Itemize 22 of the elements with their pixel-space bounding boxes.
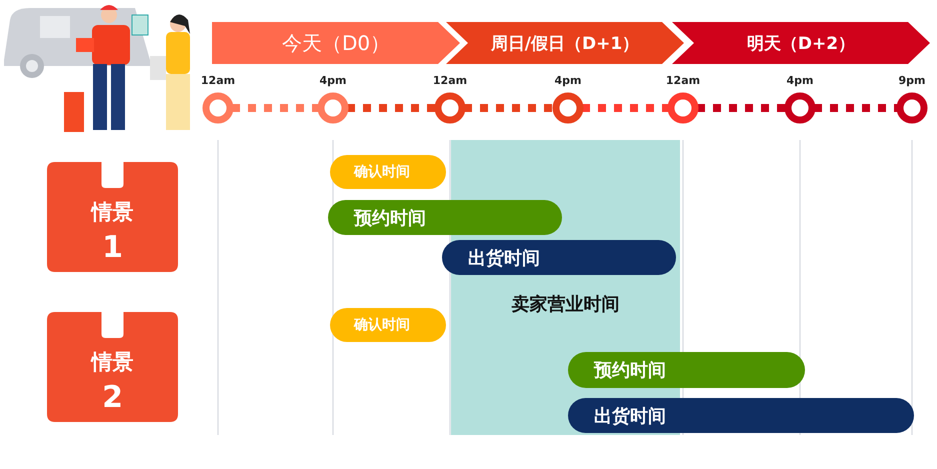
scenario-number: 2 (101, 380, 124, 416)
scenario-box (47, 162, 178, 272)
day-banner: 明天（D+2） (672, 22, 930, 64)
time-label: 4pm (786, 74, 814, 87)
scenario-title: 情景 (90, 350, 134, 376)
time-label: 4pm (318, 74, 348, 87)
day-banner: 今天（D0） (212, 22, 460, 64)
time-label: 12am (664, 74, 702, 87)
day-banner: 周日/假日（D+1） (446, 22, 684, 64)
time-bar: 确认时间 (330, 155, 446, 189)
time-bar: 确认时间 (330, 308, 446, 342)
time-label: 9pm (898, 74, 926, 87)
time-bar: 出货时间 (568, 398, 914, 433)
time-label: 4pm (554, 74, 582, 87)
time-bar: 预约时间 (328, 200, 562, 235)
scenario-number: 1 (101, 230, 124, 266)
area-label: 卖家营业时间 (510, 293, 620, 316)
scenario-box (47, 312, 178, 422)
time-label: 12am (200, 74, 236, 87)
time-label: 12am (432, 74, 468, 87)
time-bar: 预约时间 (568, 352, 805, 388)
scenario-title: 情景 (90, 200, 134, 226)
